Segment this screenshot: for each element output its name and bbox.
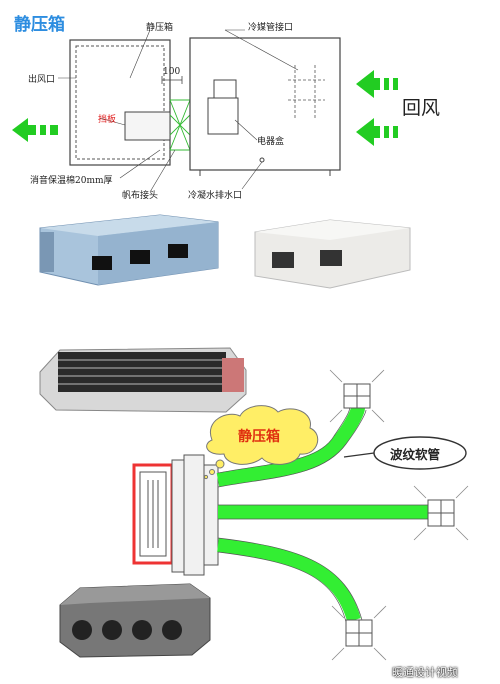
label-air-outlet: 出风口 bbox=[28, 75, 56, 85]
watermark: 暖通设计视频 bbox=[392, 666, 458, 679]
label-return-air: 回风 bbox=[402, 97, 441, 119]
cloud-label: 静压箱 bbox=[238, 429, 280, 445]
baffle-plate bbox=[124, 111, 171, 141]
outflow-arrows bbox=[12, 118, 58, 142]
canvas-joint-hatch bbox=[169, 99, 191, 151]
label-plenum-box: 静压箱 bbox=[146, 23, 174, 33]
unit-body-outline bbox=[189, 37, 341, 171]
unit-photo-three-outlets bbox=[39, 214, 219, 286]
label-refrigerant-port: 冷媒管接口 bbox=[248, 23, 294, 33]
flexible-duct-callout bbox=[343, 436, 467, 470]
unit-photo-two-outlets bbox=[254, 219, 411, 289]
label-insulation: 消音保温棉20mm厚 bbox=[30, 176, 113, 186]
four-outlet-unit-photo bbox=[59, 583, 211, 658]
refrigerant-port-marks bbox=[288, 65, 325, 120]
diffuser-top bbox=[343, 383, 371, 409]
plenum-cloud-callout bbox=[203, 405, 319, 480]
flexible-ducts bbox=[216, 407, 430, 623]
fan-coil-photo bbox=[39, 347, 247, 413]
plenum-box-inner bbox=[75, 45, 165, 160]
electrical-box bbox=[207, 97, 239, 135]
label-dimension-100: 100 bbox=[163, 67, 181, 77]
flexible-duct-label: 波纹软管 bbox=[390, 447, 441, 462]
label-condensate-port: 冷凝水排水口 bbox=[188, 191, 243, 201]
plenum-box-outline bbox=[69, 39, 171, 166]
return-air-arrows bbox=[356, 70, 398, 146]
page-title: 静压箱 bbox=[14, 15, 65, 35]
diffuser-bottom bbox=[345, 619, 373, 647]
diffuser-right bbox=[427, 499, 455, 527]
label-canvas-joint: 帆布接头 bbox=[122, 191, 159, 201]
label-electrical-box: 电器盒 bbox=[257, 137, 285, 147]
label-baffle: 挡板 bbox=[98, 115, 117, 125]
